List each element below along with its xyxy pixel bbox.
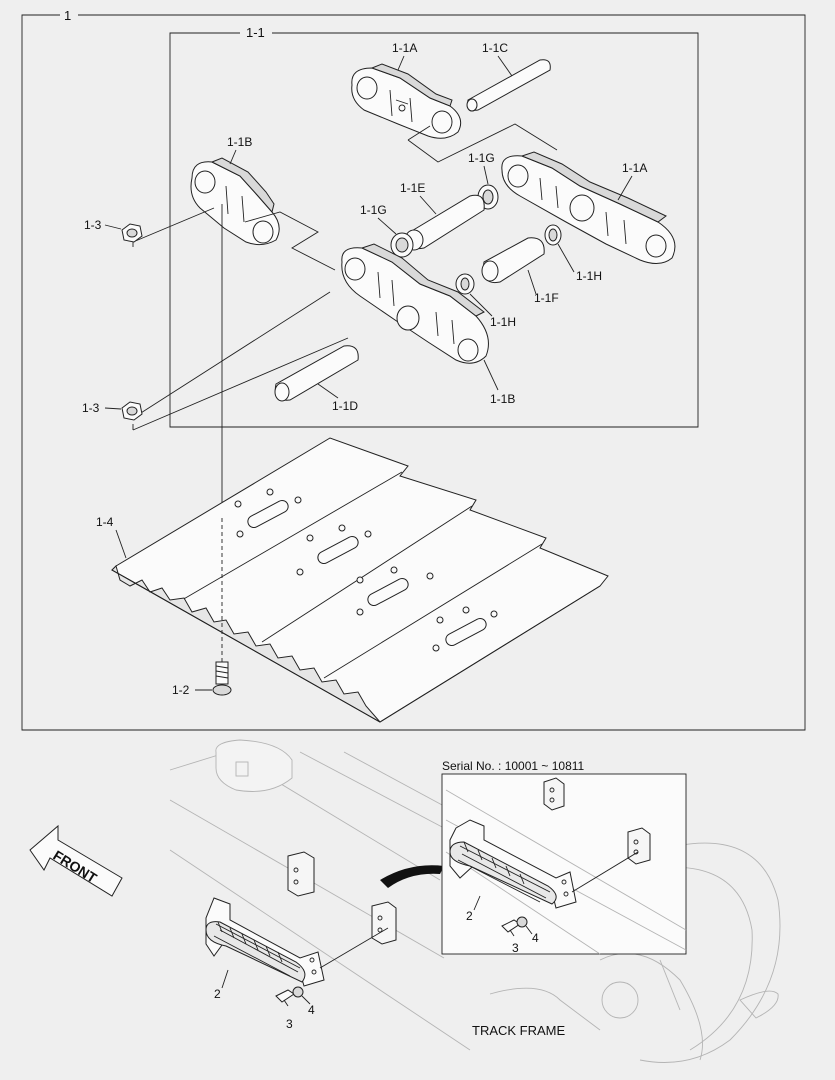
link-1-1a-top xyxy=(351,63,462,139)
label-bushing-e: 1-1E xyxy=(400,181,425,195)
serial-note: Serial No. : 10001 ~ 10811 xyxy=(442,759,585,773)
bolt-washer-left: 3 4 xyxy=(275,986,315,1031)
shoe-holes xyxy=(234,488,498,652)
bolt-1-2: 1-2 xyxy=(172,518,232,697)
guide-lines-top xyxy=(407,123,558,163)
bushing-1-1e xyxy=(404,194,485,251)
frame-mount-plates xyxy=(287,851,397,945)
guide-lines-bottom xyxy=(132,291,349,431)
track-frame-ghost xyxy=(169,739,781,1063)
label-step-inset: 2 xyxy=(466,909,473,923)
transfer-arrow xyxy=(380,865,444,888)
spacer-1-1g-left xyxy=(390,232,414,258)
label-spacer-g-right: 1-1G xyxy=(468,151,495,165)
label-washer-inset: 4 xyxy=(532,931,539,945)
label-link-a-right: 1-1A xyxy=(622,161,647,175)
label-spacer-g-left: 1-1G xyxy=(360,203,387,217)
label-bolt: 1-2 xyxy=(172,683,190,697)
label-assembly: 1 xyxy=(64,8,71,23)
label-bolt-inset: 3 xyxy=(512,941,519,955)
track-shoe-assembly: 1-4 xyxy=(96,437,609,723)
subassembly-labels: 1-1A 1-1C 1-1B 1-1G 1-1A 1-1E 1-1G 1-1H … xyxy=(227,41,647,413)
label-step-left: 2 xyxy=(214,987,221,1001)
label-link-b-left: 1-1B xyxy=(227,135,252,149)
label-bolt-left: 3 xyxy=(286,1017,293,1031)
label-spacer-h-left: 1-1H xyxy=(490,315,516,329)
label-spacer-h-right: 1-1H xyxy=(576,269,602,283)
link-1-1b-left xyxy=(190,157,280,246)
label-bushing-f: 1-1F xyxy=(534,291,559,305)
label-link-b-bottom: 1-1B xyxy=(490,392,515,406)
pin-1-1d xyxy=(274,345,359,402)
label-nut-lower: 1-3 xyxy=(82,401,100,415)
label-shoe: 1-4 xyxy=(96,515,114,529)
label-link-a-top: 1-1A xyxy=(392,41,417,55)
bushing-1-1f xyxy=(481,237,545,284)
link-1-1a-right xyxy=(501,151,676,264)
serial-inset: Serial No. : 10001 ~ 10811 2 3 4 xyxy=(441,759,687,955)
spacer-1-1h-left xyxy=(455,273,475,295)
pin-1-1c xyxy=(466,59,551,112)
label-subassembly: 1-1 xyxy=(246,25,265,40)
nut-1-3-lower: 1-3 xyxy=(82,401,143,421)
front-arrow: FRONT xyxy=(29,824,123,897)
step-left: 2 xyxy=(205,897,389,1001)
label-pin-d: 1-1D xyxy=(332,399,358,413)
link-1-1b-bottom xyxy=(341,243,489,364)
spacer-1-1h-right xyxy=(544,224,562,246)
subassembly-frame: 1-1 xyxy=(169,25,699,428)
label-nut-upper: 1-3 xyxy=(84,218,102,232)
assembly-frame: 1 xyxy=(21,8,806,731)
label-pin-c: 1-1C xyxy=(482,41,508,55)
nut-1-3-upper: 1-3 xyxy=(84,218,143,243)
frame-caption: TRACK FRAME xyxy=(472,1023,566,1038)
label-washer-left: 4 xyxy=(308,1003,315,1017)
